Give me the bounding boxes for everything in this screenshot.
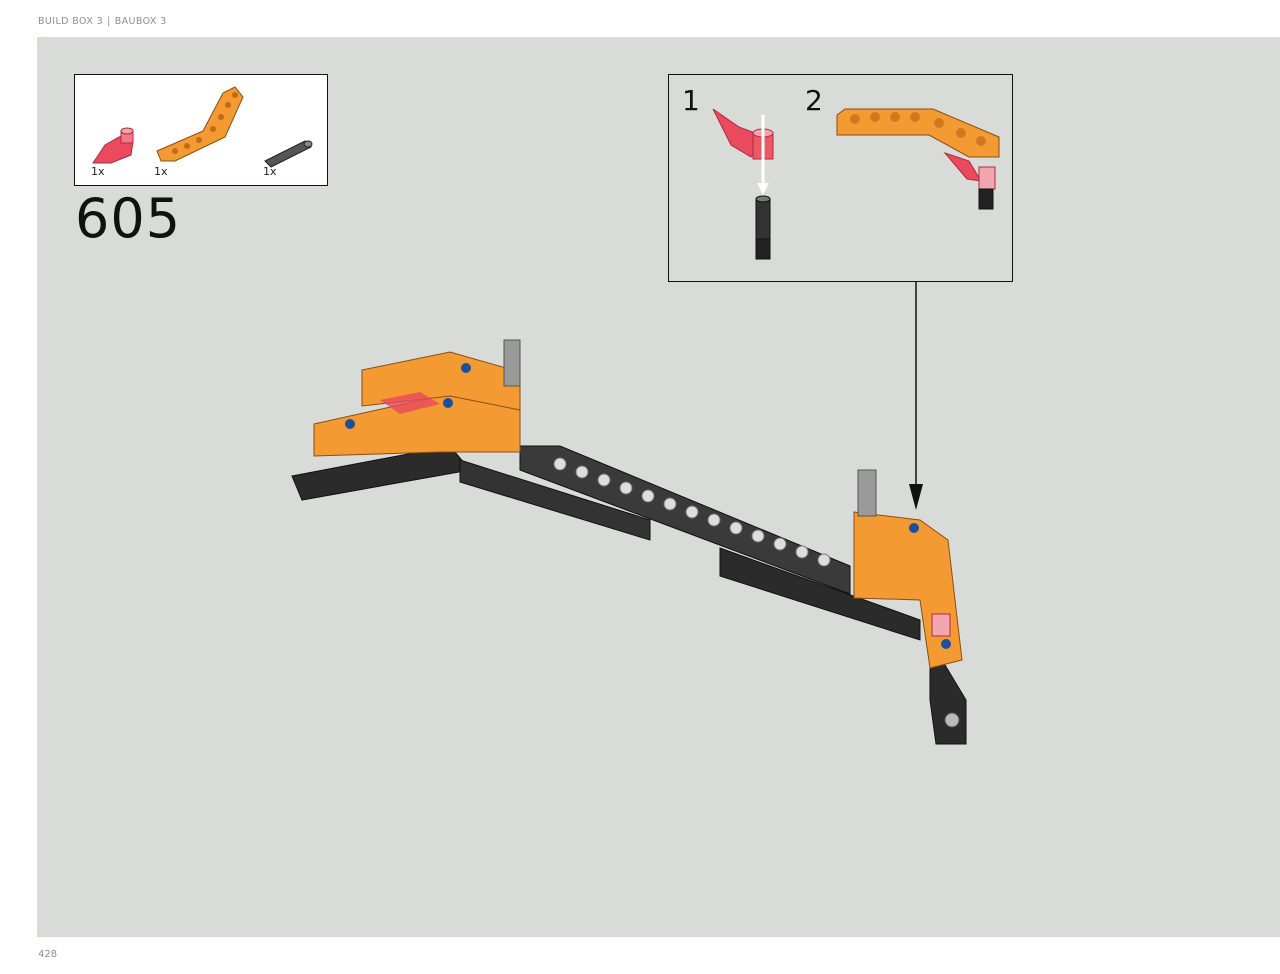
- orange-bent-liftarm-icon: [156, 86, 244, 162]
- sub-assembly-callout: 1 2: [668, 74, 1013, 282]
- dark-grey-axle-pin-icon: [755, 195, 771, 260]
- page-number: 428: [38, 949, 58, 960]
- part-qty: 1x: [263, 165, 277, 178]
- trans-red-wing-icon: [943, 151, 996, 210]
- parts-illustration: [92, 86, 313, 168]
- dark-grey-axle-pin-icon: [264, 140, 313, 168]
- trans-red-wing-icon: [92, 127, 134, 164]
- page-header: BUILD BOX 3|BAUBOX 3: [38, 16, 167, 27]
- insertion-arrow-icon: [757, 115, 769, 195]
- parts-list-box: 1x 1x 1x: [74, 74, 328, 186]
- part-qty: 1x: [91, 165, 105, 178]
- orange-bent-liftarm-icon: [836, 108, 1000, 158]
- step-number: 605: [75, 187, 182, 250]
- part-qty: 1x: [154, 165, 168, 178]
- substep-label: 2: [805, 84, 823, 117]
- header-separator: |: [107, 16, 111, 27]
- substep-label: 1: [682, 84, 700, 117]
- header-right: BAUBOX 3: [114, 16, 167, 27]
- header-left: BUILD BOX 3: [38, 16, 104, 27]
- sub-assembly-illustration: [712, 108, 1000, 260]
